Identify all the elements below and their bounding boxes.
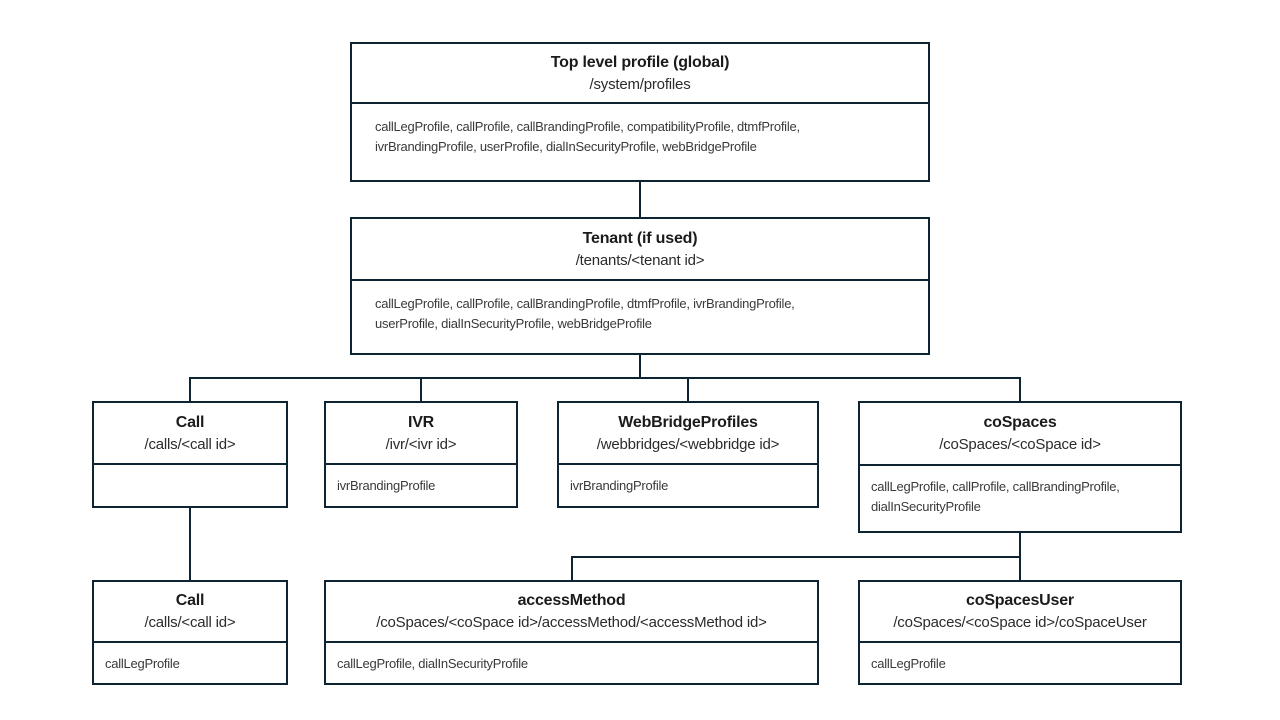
- node-profiles-list: callLegProfile: [105, 656, 180, 671]
- node-cospaces: coSpaces /coSpaces/<coSpace id> callLegP…: [858, 401, 1182, 533]
- node-title: Call: [175, 413, 205, 431]
- node-profiles-list: callLegProfile, callProfile, callBrandin…: [375, 296, 795, 331]
- connector-bus-webbridgeprofiles: [687, 377, 689, 401]
- node-header: coSpaces /coSpaces/<coSpace id>: [860, 403, 1180, 466]
- connector-tenant-children-bus: [189, 377, 1021, 379]
- node-api-path: /tenants/<tenant id>: [575, 251, 705, 269]
- connector-bus-ivr: [420, 377, 422, 401]
- node-accessmethod: accessMethod /coSpaces/<coSpace id>/acce…: [324, 580, 819, 685]
- node-header: Top level profile (global) /system/profi…: [352, 44, 928, 104]
- node-header: Call /calls/<call id>: [94, 582, 286, 643]
- node-profiles-list: callLegProfile, callProfile, callBrandin…: [375, 119, 800, 154]
- node-header: Call /calls/<call id>: [94, 403, 286, 465]
- connector-call-callchild: [189, 508, 191, 580]
- node-header: accessMethod /coSpaces/<coSpace id>/acce…: [326, 582, 817, 643]
- node-api-path: /system/profiles: [589, 75, 691, 93]
- node-profiles-list: callLegProfile, callProfile, callBrandin…: [871, 479, 1120, 514]
- connector-cospaces-children-bus: [571, 556, 1021, 558]
- node-api-path: /calls/<call id>: [144, 614, 236, 631]
- node-call-child: Call /calls/<call id> callLegProfile: [92, 580, 288, 685]
- node-header: coSpacesUser /coSpaces/<coSpace id>/coSp…: [860, 582, 1180, 643]
- connector-bus-cospaces: [1019, 377, 1021, 401]
- connector-tenant-stub: [639, 355, 641, 378]
- node-top-level-profile: Top level profile (global) /system/profi…: [350, 42, 930, 182]
- node-title: coSpacesUser: [966, 592, 1074, 609]
- node-title: Call: [175, 592, 205, 609]
- node-header: WebBridgeProfiles /webbridges/<webbridge…: [559, 403, 817, 465]
- node-header: IVR /ivr/<ivr id>: [326, 403, 516, 465]
- node-tenant: Tenant (if used) /tenants/<tenant id> ca…: [350, 217, 930, 355]
- node-title: WebBridgeProfiles: [618, 413, 758, 431]
- node-api-path: /calls/<call id>: [144, 435, 236, 453]
- node-ivr: IVR /ivr/<ivr id> ivrBrandingProfile: [324, 401, 518, 508]
- node-api-path: /coSpaces/<coSpace id>/coSpaceUser: [893, 614, 1147, 631]
- connector-topprofile-tenant: [639, 182, 641, 217]
- connector-bus-call: [189, 377, 191, 401]
- connector-bus-accessmethod: [571, 556, 573, 580]
- node-title: Tenant (if used): [582, 229, 698, 247]
- node-api-path: /webbridges/<webbridge id>: [596, 435, 780, 453]
- node-profiles-list: callLegProfile: [871, 656, 946, 671]
- node-title: accessMethod: [517, 592, 626, 609]
- node-profiles-list: callLegProfile, dialInSecurityProfile: [337, 656, 528, 671]
- node-api-path: /coSpaces/<coSpace id>/accessMethod/<acc…: [376, 614, 767, 631]
- node-call: Call /calls/<call id>: [92, 401, 288, 508]
- node-profiles-list: ivrBrandingProfile: [337, 478, 436, 493]
- node-webbridgeprofiles: WebBridgeProfiles /webbridges/<webbridge…: [557, 401, 819, 508]
- node-api-path: /ivr/<ivr id>: [385, 435, 457, 453]
- node-title: Top level profile (global): [550, 53, 730, 71]
- node-api-path: /coSpaces/<coSpace id>: [939, 436, 1101, 453]
- node-title: coSpaces: [983, 414, 1057, 431]
- node-title: IVR: [407, 413, 435, 431]
- node-profiles-list: ivrBrandingProfile: [570, 478, 669, 493]
- node-cospacesuser: coSpacesUser /coSpaces/<coSpace id>/coSp…: [858, 580, 1182, 685]
- node-profiles-list: [94, 465, 286, 506]
- node-header: Tenant (if used) /tenants/<tenant id>: [352, 219, 928, 281]
